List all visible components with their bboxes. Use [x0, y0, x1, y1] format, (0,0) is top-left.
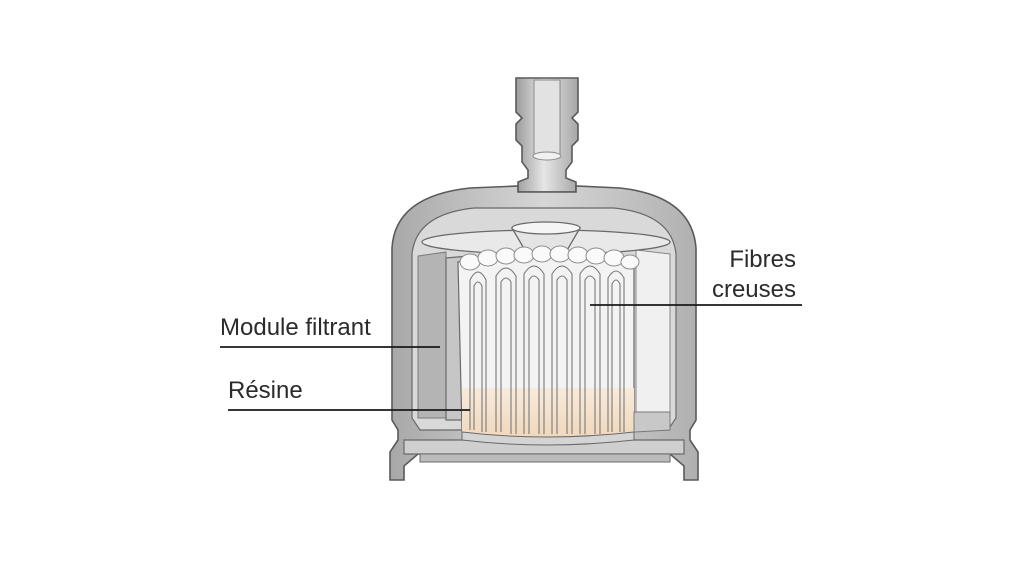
- label-module-filtrant: Module filtrant: [220, 314, 371, 341]
- top-distributor: [421, 221, 671, 255]
- label-fibres-creuses: Fibres creuses: [700, 245, 796, 305]
- filter-module: [445, 245, 671, 446]
- label-resine: Résine: [228, 377, 303, 404]
- label-fibres-line2: creuses: [711, 276, 796, 303]
- label-fibres-line1: Fibres: [729, 246, 796, 273]
- connector-neck: [515, 77, 579, 193]
- leader-lines: [220, 304, 802, 411]
